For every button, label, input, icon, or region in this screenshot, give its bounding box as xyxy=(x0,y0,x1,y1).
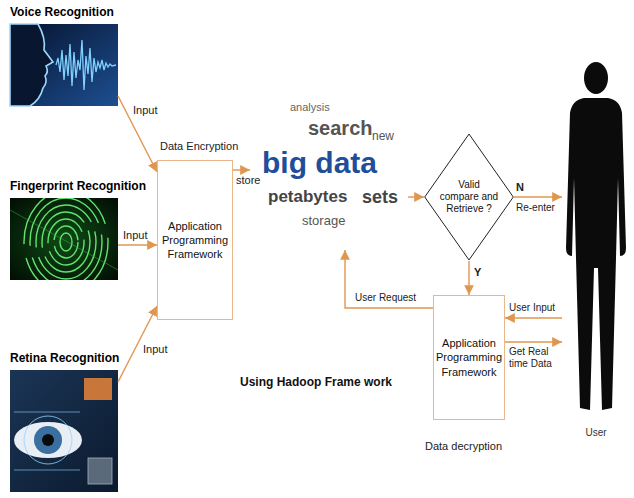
eye-iris xyxy=(34,426,62,454)
edge-label: Y xyxy=(474,266,481,279)
scan-ring xyxy=(24,416,72,464)
word-cloud: big data search sets petabytes storage analys… xyxy=(250,90,408,250)
flow-arrow xyxy=(118,96,157,172)
scan-line xyxy=(10,210,118,270)
flow-arrow xyxy=(468,261,469,295)
cloud-word: petabytes xyxy=(268,188,347,205)
panel-heading: Voice Recognition xyxy=(10,5,114,19)
process-box: Application Programming Framework xyxy=(433,295,505,420)
flow-arrow xyxy=(233,169,250,170)
panel-heading: Retina Recognition xyxy=(10,351,119,365)
edge-label: Input xyxy=(143,343,167,356)
edge-label: Input xyxy=(133,104,157,117)
cloud-word: new xyxy=(372,130,394,142)
scan-line xyxy=(14,470,80,471)
sound-wave xyxy=(56,40,116,90)
note-label: Using Hadoop Frame work xyxy=(240,375,392,389)
user-label: User xyxy=(562,427,630,438)
note-label: Data decryption xyxy=(425,440,502,453)
retina-illustration xyxy=(10,370,118,492)
image-panel: Voice Recognition xyxy=(10,24,118,106)
eye-pupil xyxy=(42,434,54,446)
decision-text: Valid compare and Retrieve ? xyxy=(438,179,500,215)
fingerprint-ridge xyxy=(60,233,72,251)
scan-line xyxy=(14,412,80,413)
voice-illustration xyxy=(10,24,118,106)
edge-label: Input xyxy=(123,229,147,242)
fingerprint-illustration xyxy=(10,191,118,293)
fingerprint-ridge xyxy=(54,226,78,258)
box-text: Application Programming Framework xyxy=(162,219,228,262)
note-label: Data Encryption xyxy=(160,140,238,153)
face-profile xyxy=(10,24,53,106)
note-label: N xyxy=(516,181,524,194)
cloud-word: analysis xyxy=(290,102,330,113)
edge-label: Re-enter xyxy=(516,202,555,214)
user-silhouette xyxy=(562,58,630,418)
cloud-word: sets xyxy=(362,188,398,206)
edge-label: Get Real time Data xyxy=(509,346,561,370)
decision-diamond: Valid compare and Retrieve ? xyxy=(424,133,514,261)
fingerprint-ridge xyxy=(42,212,90,272)
voice-background xyxy=(10,24,118,106)
fingerprint-ridge xyxy=(24,198,108,280)
cloud-word: search xyxy=(308,118,373,138)
cloud-word: storage xyxy=(302,214,345,227)
panel-heading: Fingerprint Recognition xyxy=(10,179,146,193)
box-text: Application Programming Framework xyxy=(436,336,502,379)
user-head xyxy=(584,62,608,94)
flow-arrow xyxy=(345,250,433,308)
edge-label: User Request xyxy=(355,292,416,304)
edge-label: User Input xyxy=(509,302,555,314)
inset-image xyxy=(84,378,112,400)
edge-label: store xyxy=(236,174,260,187)
flow-arrow xyxy=(505,317,562,318)
flow-arrow xyxy=(408,196,424,197)
flow-arrow xyxy=(514,196,562,197)
user-figure: User xyxy=(562,58,630,440)
process-box: Application Programming Framework xyxy=(157,160,233,320)
flow-arrow xyxy=(505,341,562,342)
fingerprint-ridge xyxy=(30,198,102,280)
image-panel: Fingerprint Recognition xyxy=(10,198,118,280)
image-panel: Retina Recognition xyxy=(10,370,118,492)
fingerprint-ridge xyxy=(48,219,84,265)
diamond-shape xyxy=(425,134,514,260)
cloud-word: big data xyxy=(262,148,377,178)
fingerprint-ridge xyxy=(36,205,96,279)
retina-background xyxy=(10,370,118,492)
inset-image xyxy=(88,458,112,484)
flow-arrow xyxy=(118,244,157,245)
user-body xyxy=(566,98,626,410)
